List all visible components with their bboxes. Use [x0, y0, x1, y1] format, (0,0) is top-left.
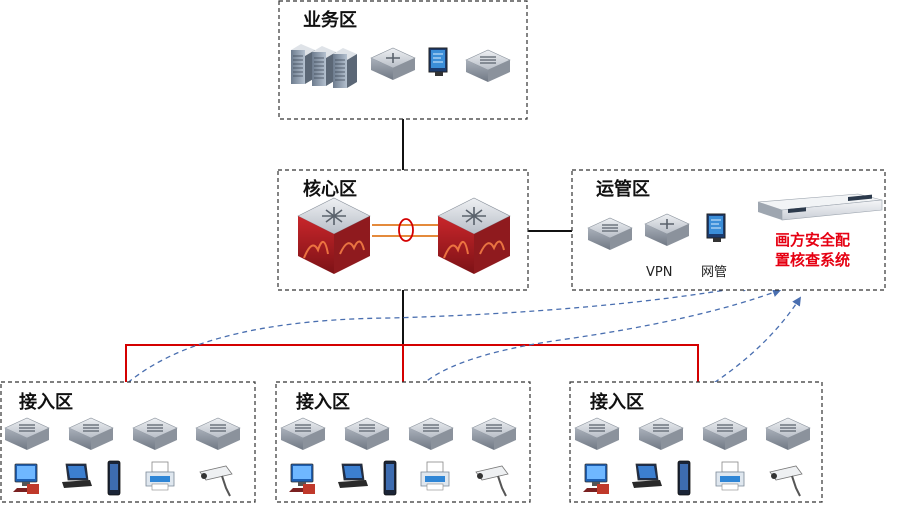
ops-zone: 运管区 VPN 网管 画方安全配 置核查系统	[571, 169, 886, 291]
pc-icon	[288, 463, 316, 495]
business-zone-title: 业务区	[303, 9, 357, 31]
access-zone-title: 接入区	[296, 391, 350, 413]
core-zone-title: 核心区	[303, 178, 357, 200]
access-zone-2: 接入区	[275, 381, 531, 503]
access-zone-3: 接入区	[569, 381, 823, 503]
access-zone-title: 接入区	[19, 391, 73, 413]
pc-icon	[12, 463, 40, 495]
core-zone: 核心区	[277, 169, 529, 291]
vpn-label: VPN	[646, 265, 672, 280]
pc-icon	[582, 463, 610, 495]
system-label-line1: 画方安全配	[775, 231, 850, 249]
system-label-line2: 置核查系统	[775, 251, 850, 269]
phone-icon	[107, 460, 121, 496]
dashed-arrow-2	[405, 288, 782, 409]
access-zone-title: 接入区	[590, 391, 644, 413]
ops-zone-title: 运管区	[596, 178, 650, 200]
netmgmt-label: 网管	[701, 265, 727, 280]
link-aggregation-ellipse	[398, 218, 414, 242]
monitor-icon	[428, 47, 448, 77]
access-zone-1: 接入区	[0, 381, 256, 503]
dashed-arrow-1	[97, 282, 752, 417]
phone-icon	[677, 460, 691, 496]
monitor-icon	[706, 213, 726, 243]
server-rack-icon	[290, 43, 358, 89]
access-uplink-red	[125, 344, 699, 382]
business-zone: 业务区	[278, 0, 528, 120]
phone-icon	[383, 460, 397, 496]
